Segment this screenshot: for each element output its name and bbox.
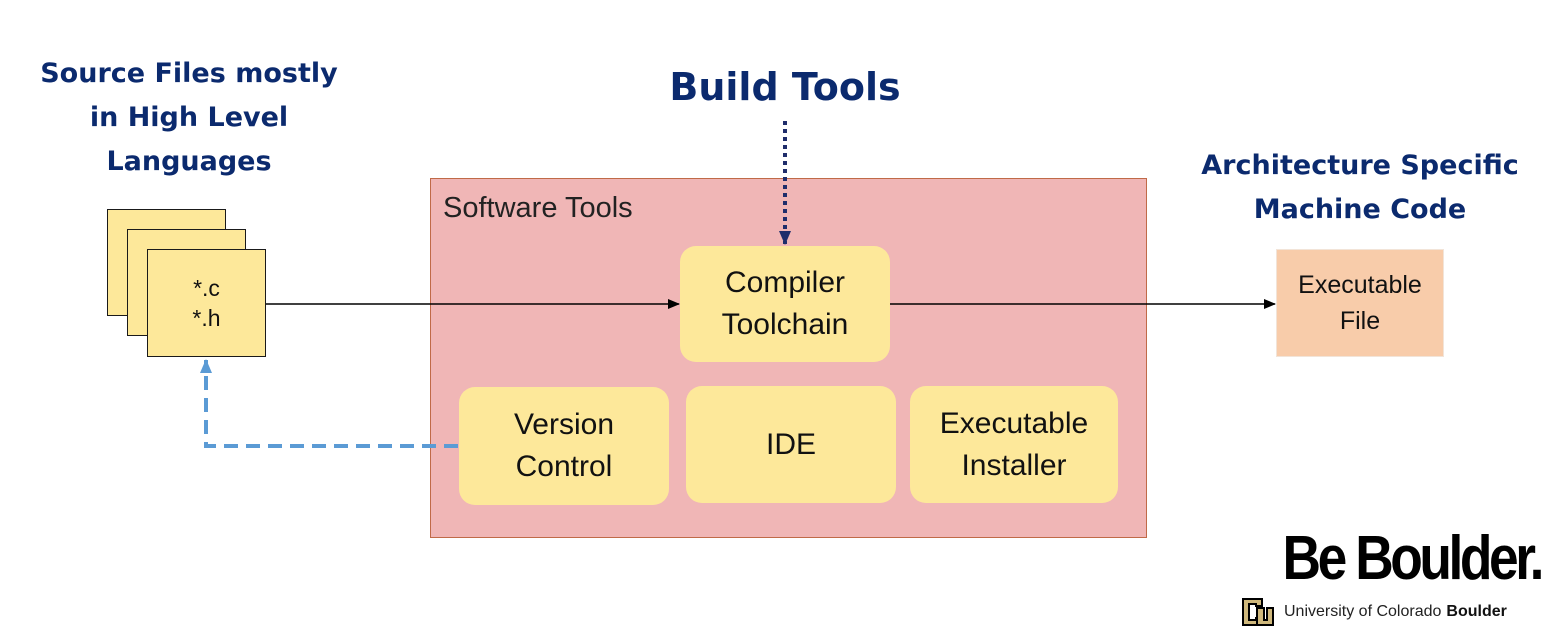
executable-label-line: File <box>1339 307 1381 335</box>
university-logo: University of Colorado Boulder <box>1240 594 1507 630</box>
ide-box: IDE <box>686 386 896 503</box>
file-extension-h: *.h <box>192 305 221 331</box>
installer-label-line: Executable <box>939 406 1089 440</box>
machine-code-heading: Architecture Specific Machine Code <box>1180 144 1540 232</box>
executable-installer-box: Executable Installer <box>910 386 1118 503</box>
university-campus: Boulder <box>1446 603 1507 620</box>
build-tools-heading: Build Tools <box>669 65 901 109</box>
arch-heading-line: Machine Code <box>1253 194 1467 225</box>
executable-label-line: Executable <box>1298 271 1422 299</box>
arch-heading-line: Architecture Specific <box>1201 150 1519 181</box>
file-extension-c: *.c <box>193 275 220 301</box>
ide-label: IDE <box>765 427 816 461</box>
compiler-label-line: Compiler <box>724 266 846 299</box>
version-control-box: Version Control <box>459 387 669 505</box>
software-tools-label: Software Tools <box>443 192 633 224</box>
installer-label-line: Installer <box>961 448 1067 482</box>
compiler-toolchain-box: Compiler Toolchain <box>680 246 890 362</box>
version-control-label-line: Version <box>513 408 615 441</box>
be-boulder-wordmark: Be Boulder. <box>1282 524 1545 593</box>
compiler-label-line: Toolchain <box>721 308 849 341</box>
version-control-dashed-arrow <box>200 359 458 448</box>
source-heading-line: in High Level <box>89 102 289 133</box>
executable-file-box: Executable File <box>1276 249 1444 357</box>
source-files-heading: Source Files mostly in High Level Langua… <box>30 52 348 184</box>
university-name: University of Colorado <box>1284 603 1442 620</box>
cu-logo-icon <box>1242 598 1274 626</box>
version-control-label-line: Control <box>515 450 613 483</box>
source-heading-line: Source Files mostly <box>40 58 338 89</box>
source-heading-line: Languages <box>106 146 272 177</box>
source-file-page-front: *.c *.h <box>147 249 266 357</box>
